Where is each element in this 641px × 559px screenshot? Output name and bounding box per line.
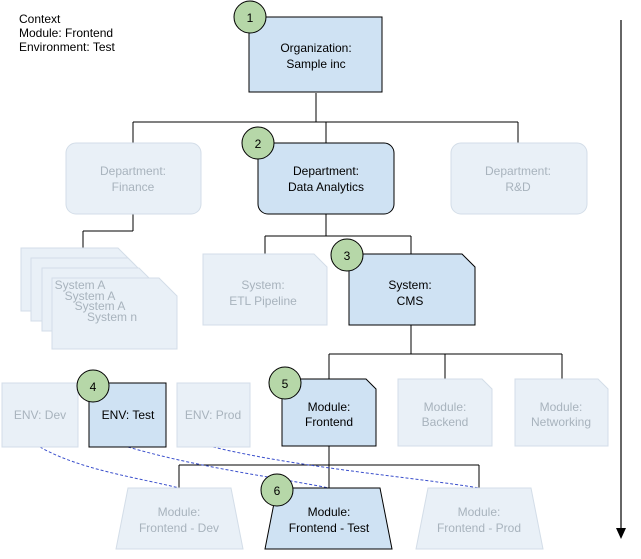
env-prod-label: ENV: Prod: [185, 408, 241, 422]
department-data-analytics-label: Department:: [293, 164, 359, 178]
env-test-label: ENV: Test: [102, 408, 155, 422]
module-env-dev-node[interactable]: Module: Frontend - Dev: [115, 487, 244, 550]
system-stack-item-2: System A: [65, 289, 116, 303]
context-module: Module: Frontend: [19, 26, 114, 40]
down-arrow-icon: [616, 20, 626, 539]
department-finance-node[interactable]: Department: Finance: [65, 142, 202, 215]
organization-label: Organization:: [280, 41, 351, 55]
step-badge-5-number: 5: [282, 377, 289, 391]
module-env-test-label: Module:: [308, 505, 351, 519]
module-env-test-node[interactable]: Module: Frontend - Test: [264, 487, 393, 550]
organization-name: Sample inc: [286, 57, 345, 71]
module-backend-label: Module:: [424, 400, 467, 414]
step-badge-2-number: 2: [255, 137, 262, 151]
module-networking-node[interactable]: Module: Networking: [514, 378, 609, 447]
module-env-prod-name: Frontend - Prod: [437, 521, 521, 535]
department-finance-name: Finance: [112, 180, 155, 194]
context-panel: Context Module: Frontend Environment: Te…: [19, 12, 115, 54]
department-data-analytics-name: Data Analytics: [288, 180, 364, 194]
env-prod-node[interactable]: ENV: Prod: [176, 382, 251, 448]
env-dev-label: ENV: Dev: [14, 408, 66, 422]
module-env-prod-node[interactable]: Module: Frontend - Prod: [415, 487, 544, 550]
department-rnd-label: Department:: [485, 164, 551, 178]
system-stack-item-4: System n: [87, 310, 137, 324]
step-badge-4-number: 4: [90, 380, 97, 394]
module-backend-node[interactable]: Module: Backend: [397, 378, 493, 447]
step-badge-3: 3: [330, 238, 364, 272]
module-frontend-name: Frontend: [305, 415, 353, 429]
context-heading: Context: [19, 12, 61, 26]
context-environment: Environment: Test: [19, 40, 115, 54]
step-badge-5: 5: [268, 366, 302, 400]
system-cms-label: System:: [388, 278, 431, 292]
module-frontend-node[interactable]: Module: Frontend: [281, 378, 377, 447]
module-networking-label: Module:: [540, 400, 583, 414]
step-badge-3-number: 3: [344, 249, 351, 263]
step-badge-1-number: 1: [247, 11, 254, 25]
module-networking-name: Networking: [531, 415, 591, 429]
system-stack-item-3: System A: [75, 299, 126, 313]
env-dev-node[interactable]: ENV: Dev: [1, 382, 79, 448]
department-rnd-name: R&D: [505, 180, 531, 194]
system-stack-item-1: System A: [55, 278, 106, 292]
module-env-prod-label: Module:: [458, 505, 501, 519]
step-badge-6: 6: [260, 473, 294, 507]
department-finance-label: Department:: [100, 164, 166, 178]
module-env-test-name: Frontend - Test: [289, 521, 370, 535]
connectors: [82, 93, 563, 488]
module-env-dev-label: Module:: [158, 505, 201, 519]
system-cms-name: CMS: [397, 294, 424, 308]
system-etl-name: ETL Pipeline: [229, 294, 297, 308]
department-data-analytics-node[interactable]: Department: Data Analytics: [257, 142, 395, 215]
step-badge-1: 1: [233, 0, 267, 34]
step-badge-6-number: 6: [274, 484, 281, 498]
module-frontend-label: Module:: [308, 400, 351, 414]
system-etl-label: System:: [241, 278, 284, 292]
department-rnd-node[interactable]: Department: R&D: [450, 142, 588, 215]
step-badge-2: 2: [241, 126, 275, 160]
module-backend-name: Backend: [422, 415, 469, 429]
step-badge-4: 4: [76, 369, 110, 403]
system-etl-node[interactable]: System: ETL Pipeline: [202, 253, 328, 326]
environment-links: [39, 446, 480, 489]
organization-node[interactable]: Organization: Sample inc: [248, 16, 383, 93]
module-env-dev-name: Frontend - Dev: [139, 521, 219, 535]
system-stack[interactable]: System A System A System A System n: [20, 247, 178, 350]
system-cms-node[interactable]: System: CMS: [348, 253, 476, 326]
